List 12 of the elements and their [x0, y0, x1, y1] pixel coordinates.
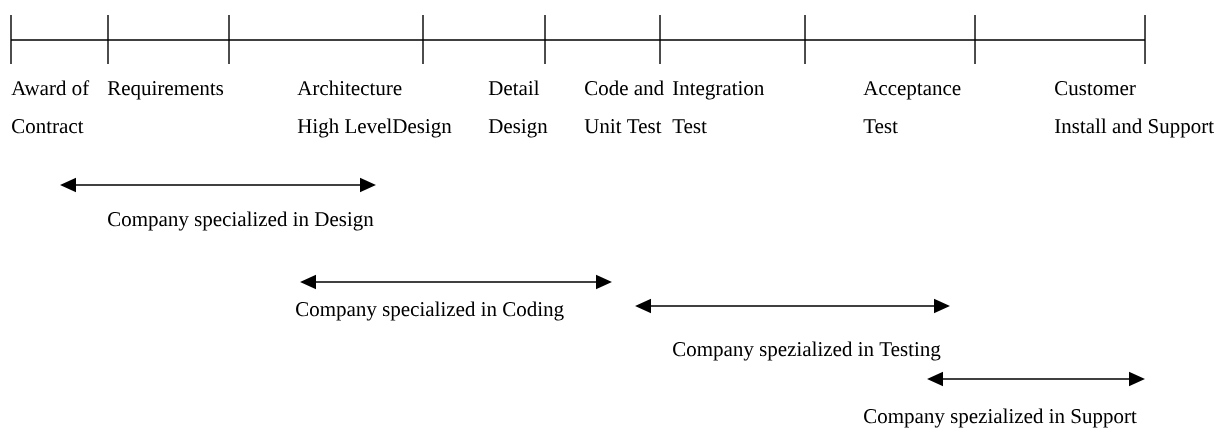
phase-label: Award of Contract [11, 80, 90, 134]
phase-label: Architecture High LevelDesign [297, 80, 452, 138]
span-label: Company spezialized in Support [864, 408, 1137, 428]
phase-label: Code and Unit Test [584, 80, 664, 134]
span-label: Company spezialized in Testing [673, 341, 941, 361]
span-label: Company specialized in Design [108, 211, 374, 231]
phase-label: Integration Test [672, 81, 765, 134]
phase-label: Detail Design [488, 80, 548, 138]
phase-label: Requirements [107, 81, 224, 100]
span-label: Company specialized in Coding [296, 301, 564, 321]
phase-label: Acceptance Test [863, 81, 961, 134]
phase-label: Customer Install and Support [1055, 81, 1214, 138]
